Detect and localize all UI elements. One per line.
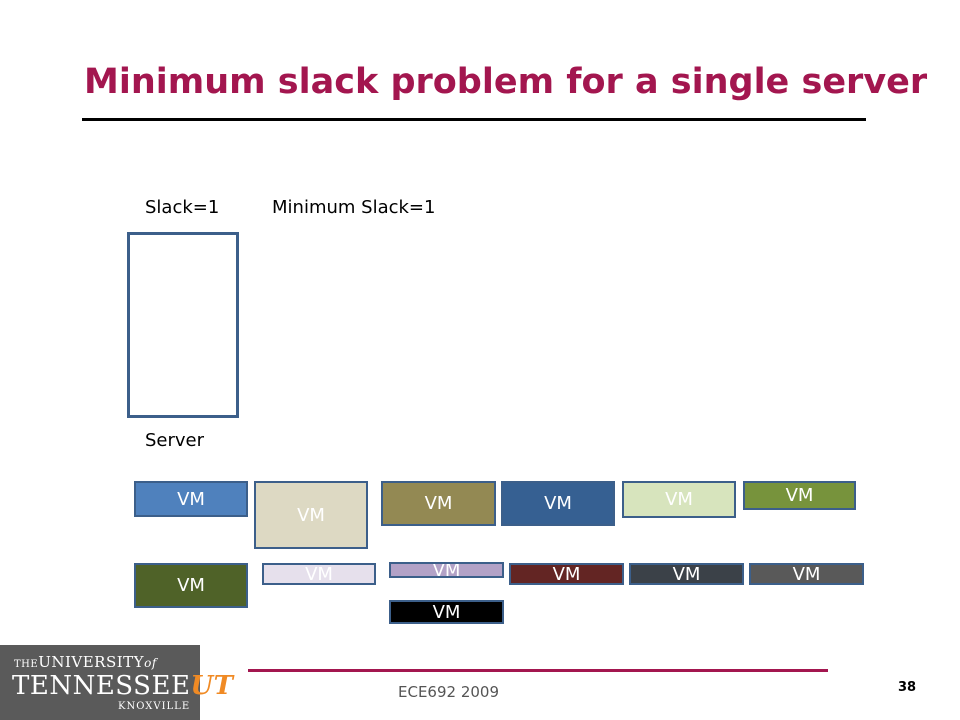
vm-block: VM <box>629 563 744 585</box>
vm-block: VM <box>743 481 856 510</box>
page-number: 38 <box>898 680 917 695</box>
vm-block: VM <box>501 481 615 526</box>
vm-block: VM <box>134 563 248 608</box>
footer-divider <box>248 669 828 672</box>
vm-block: VM <box>262 563 376 585</box>
ut-logo-icon: UT <box>190 671 234 701</box>
title-divider <box>82 118 866 121</box>
logo-of: of <box>144 656 157 670</box>
vm-block: VM <box>254 481 368 549</box>
slack-label: Slack=1 <box>145 197 220 218</box>
server-label: Server <box>145 430 205 451</box>
vm-block: VM <box>509 563 624 585</box>
logo-university: UNIVERSITY <box>38 653 145 671</box>
logo-line-university: THEUNIVERSITYof <box>14 653 157 671</box>
server-box <box>127 232 239 418</box>
vm-block: VM <box>622 481 736 518</box>
vm-block: VM <box>389 562 504 578</box>
university-logo: THEUNIVERSITYof TENNESSEEUT KNOXVILLE <box>0 645 233 720</box>
vm-block: VM <box>134 481 248 517</box>
footer-course-label: ECE692 2009 <box>398 683 500 701</box>
slide-title: Minimum slack problem for a single serve… <box>84 62 928 102</box>
logo-tennessee: TENNESSEE <box>12 671 191 701</box>
logo-knoxville: KNOXVILLE <box>118 701 191 712</box>
vm-block: VM <box>749 563 864 585</box>
minimum-slack-label: Minimum Slack=1 <box>272 197 436 218</box>
vm-block: VM <box>389 600 504 624</box>
logo-the: THE <box>14 659 39 670</box>
logo-line-tennessee: TENNESSEEUT <box>12 671 233 701</box>
vm-block: VM <box>381 481 496 526</box>
